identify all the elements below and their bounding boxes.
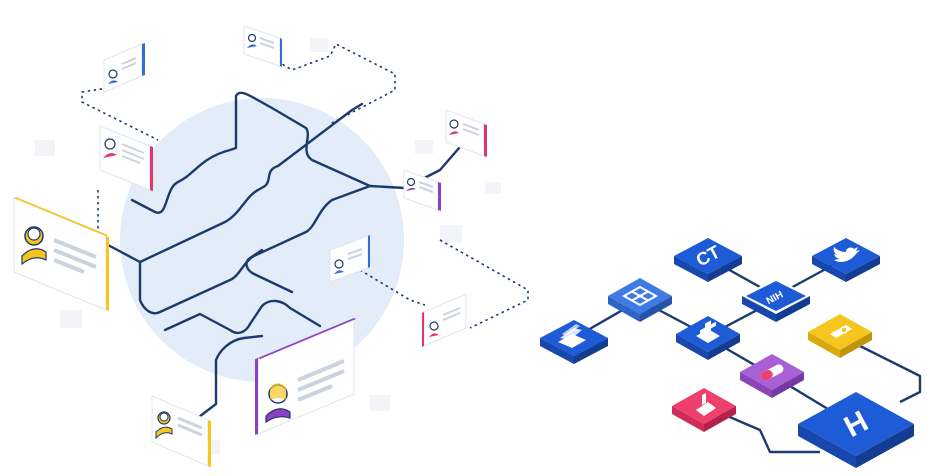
tile-grid bbox=[608, 278, 672, 322]
tile-book bbox=[540, 320, 608, 364]
tiles: CT NIH bbox=[540, 238, 914, 468]
card-accent bbox=[150, 146, 153, 191]
book-icon bbox=[558, 324, 586, 348]
profile-card bbox=[422, 293, 467, 347]
medical-cross-icon bbox=[696, 320, 720, 343]
tile-medical bbox=[676, 316, 740, 360]
profile-card bbox=[403, 169, 441, 211]
profile-card bbox=[99, 125, 153, 191]
tile-pill bbox=[740, 354, 804, 398]
grid-icon bbox=[621, 285, 659, 307]
tile-nih: NIH bbox=[742, 278, 810, 322]
tile-flask bbox=[672, 388, 736, 432]
profile-card bbox=[243, 25, 282, 67]
person-icon bbox=[830, 325, 852, 338]
network-lines bbox=[106, 91, 468, 422]
profile-card bbox=[13, 197, 109, 311]
tile-ct: CT bbox=[674, 238, 742, 282]
profile-card bbox=[151, 395, 211, 467]
profile-card bbox=[329, 235, 370, 283]
profile-card bbox=[445, 109, 487, 157]
card-accent bbox=[142, 43, 145, 76]
card-accent bbox=[368, 235, 370, 268]
card-accent bbox=[422, 312, 424, 347]
tile-person bbox=[808, 314, 872, 358]
card-accent bbox=[484, 124, 487, 157]
card-accent bbox=[438, 182, 441, 211]
tile-brand: H bbox=[798, 392, 914, 468]
card-accent bbox=[208, 420, 211, 467]
profile-cards bbox=[13, 25, 487, 467]
flask-icon bbox=[696, 392, 716, 416]
profile-card bbox=[103, 43, 145, 93]
card-accent bbox=[14, 197, 108, 236]
twitter-bird-icon bbox=[833, 247, 860, 262]
card-accent bbox=[280, 38, 282, 67]
card-accent bbox=[255, 358, 258, 435]
background-squares bbox=[35, 38, 501, 454]
pill-icon bbox=[761, 364, 784, 381]
tile-twitter bbox=[812, 238, 880, 282]
profile-card bbox=[255, 317, 356, 435]
